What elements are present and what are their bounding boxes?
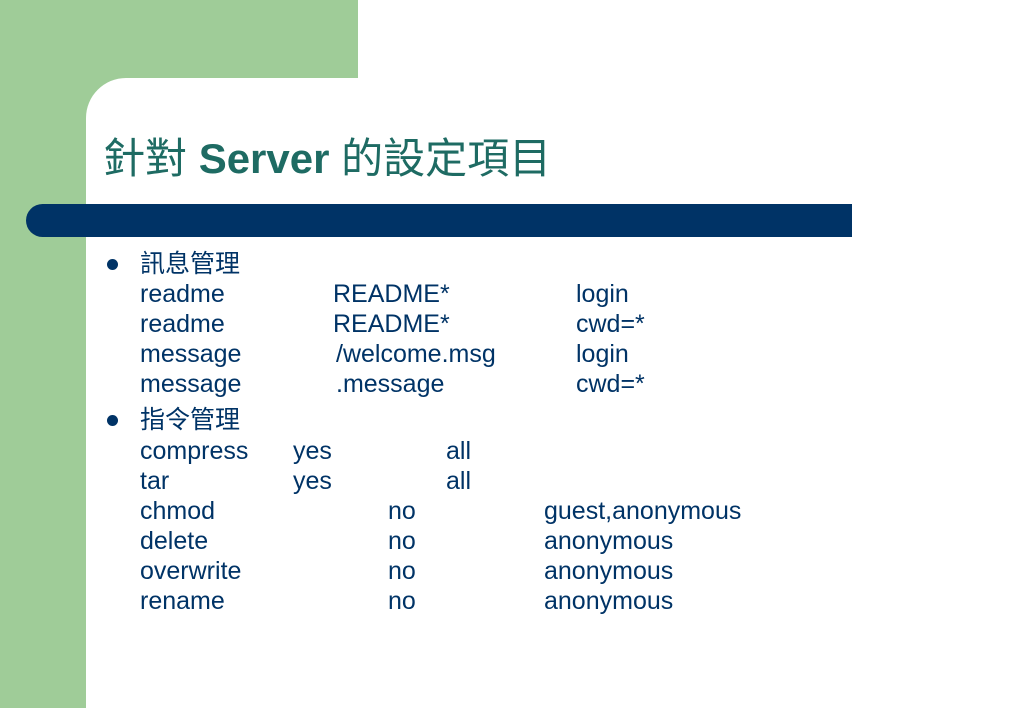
cell: all xyxy=(446,467,472,495)
cell: README* xyxy=(333,310,450,338)
cell: message xyxy=(140,340,242,368)
cell: yes xyxy=(293,467,332,495)
title-server: Server xyxy=(198,135,330,182)
bullet-dot xyxy=(107,415,118,426)
cell: cwd=* xyxy=(576,310,645,338)
slide-title: 針對 Server 的設定項目 xyxy=(103,132,551,186)
cell: readme xyxy=(140,310,225,338)
list-item: rename no anonymous xyxy=(0,586,1023,616)
cell: compress xyxy=(140,437,249,465)
cell: guest,anonymous xyxy=(544,497,742,525)
title-suffix: 的設定項目 xyxy=(341,135,552,182)
cell: login xyxy=(576,340,629,368)
list-item: chmod no guest,anonymous xyxy=(0,496,1023,526)
cell: no xyxy=(388,497,416,525)
cell: readme xyxy=(140,280,225,308)
cell: tar xyxy=(140,467,170,495)
cell: rename xyxy=(140,587,225,615)
slide-panel xyxy=(86,78,1023,708)
cell: no xyxy=(388,527,416,555)
section-heading-messages: 訊息管理 xyxy=(140,250,241,278)
title-underline-bar xyxy=(26,204,852,237)
list-item: delete no anonymous xyxy=(0,526,1023,556)
cell: overwrite xyxy=(140,557,242,585)
bullet-dot xyxy=(107,259,118,270)
cell: login xyxy=(576,280,629,308)
cell: delete xyxy=(140,527,209,555)
cell: .message xyxy=(336,370,445,398)
list-item: overwrite no anonymous xyxy=(0,556,1023,586)
list-item: tar yes all xyxy=(0,466,1023,496)
cell: yes xyxy=(293,437,332,465)
cell: no xyxy=(388,587,416,615)
cell: anonymous xyxy=(544,587,674,615)
cell: chmod xyxy=(140,497,216,525)
cell: message xyxy=(140,370,242,398)
section-heading-commands: 指令管理 xyxy=(140,406,241,434)
list-item: message /welcome.msg login xyxy=(0,339,1023,369)
cell: /welcome.msg xyxy=(336,340,496,368)
list-item: compress yes all xyxy=(0,436,1023,466)
list-item: message .message cwd=* xyxy=(0,369,1023,399)
cell: README* xyxy=(333,280,450,308)
cell: anonymous xyxy=(544,527,674,555)
list-item: readme README* cwd=* xyxy=(0,309,1023,339)
title-prefix: 針對 xyxy=(103,135,188,182)
cell: anonymous xyxy=(544,557,674,585)
cell: all xyxy=(446,437,472,465)
cell: no xyxy=(388,557,416,585)
cell: cwd=* xyxy=(576,370,645,398)
list-item: readme README* login xyxy=(0,279,1023,309)
